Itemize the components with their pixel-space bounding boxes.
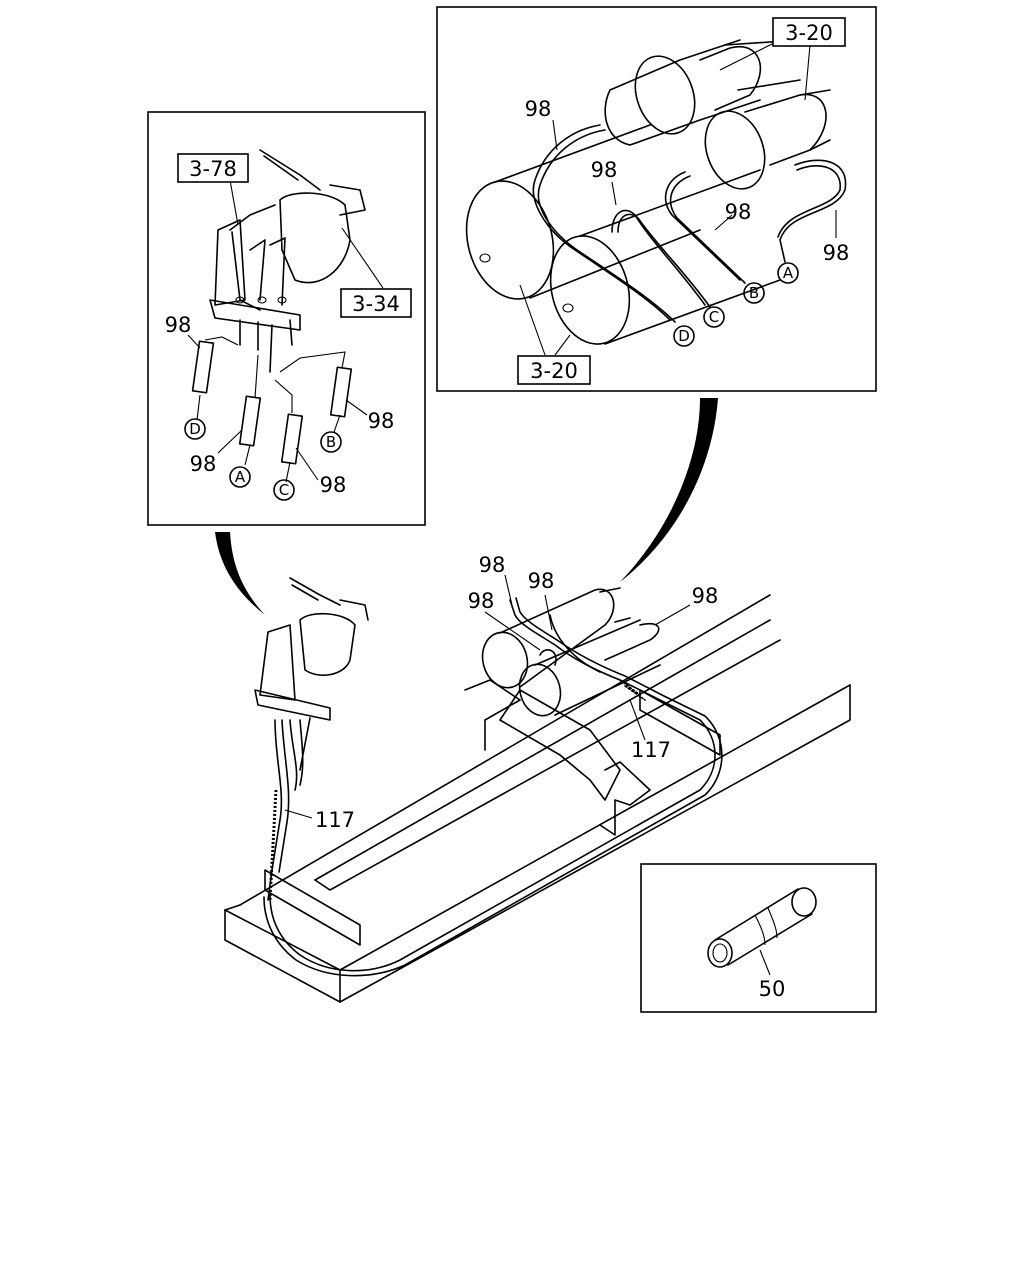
part-98-label: 98 [320, 473, 347, 497]
part-98-label: 98 [190, 452, 217, 476]
connector-a-label: A [235, 468, 246, 486]
detail-frame-pipe [640, 863, 877, 1013]
part-98-label: 98 [479, 553, 506, 577]
part-98-label: 98 [165, 313, 192, 337]
chassis-overview: 98 98 98 98 117 117 [215, 398, 851, 1003]
part-98-label: 98 [468, 589, 495, 613]
detail-frame-tanks [436, 6, 877, 392]
part-98-label: 98 [692, 584, 719, 608]
connector-b-label: B [326, 433, 336, 451]
ref-3-78: 3-78 [189, 157, 237, 181]
connector-b-label: B [749, 284, 759, 302]
detail-arrow-left [215, 532, 265, 615]
part-117-label: 117 [315, 808, 355, 832]
connector-c-label: C [709, 308, 719, 326]
part-98-label: 98 [725, 200, 752, 224]
connector-a-label: A [783, 264, 794, 282]
part-98-label: 98 [823, 241, 850, 265]
ref-3-34: 3-34 [352, 292, 400, 316]
part-98-label: 98 [368, 409, 395, 433]
part-98-label: 98 [528, 569, 555, 593]
detail-air-tanks: D C B A 3-20 3-20 98 98 98 98 [436, 6, 877, 392]
part-50-label: 50 [759, 977, 786, 1001]
connector-d-label: D [189, 420, 201, 438]
ref-3-20-top: 3-20 [785, 21, 833, 45]
part-98-label: 98 [525, 97, 552, 121]
part-98-label: 98 [591, 158, 618, 182]
connector-d-label: D [678, 327, 690, 345]
part-117-label: 117 [631, 738, 671, 762]
connector-c-label: C [279, 481, 289, 499]
detail-pipe: 50 [640, 863, 877, 1013]
detail-arrow-right [620, 398, 718, 582]
detail-valve: D A C B 3-78 3-34 98 98 98 98 [147, 111, 426, 526]
ref-3-20-bottom: 3-20 [530, 359, 578, 383]
